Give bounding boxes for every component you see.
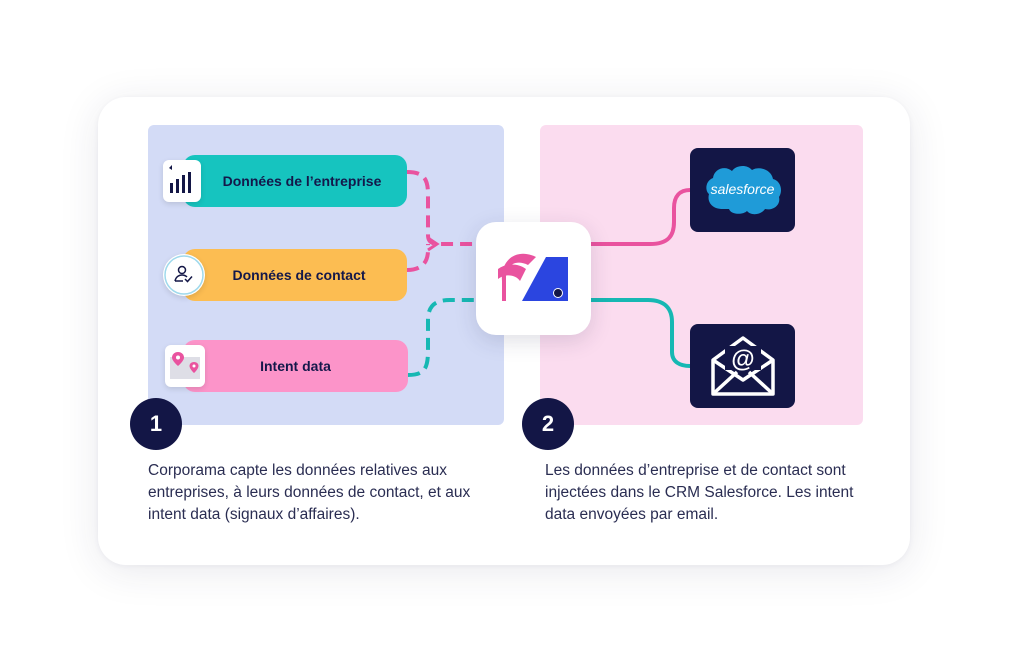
corporama-logo-icon bbox=[497, 253, 568, 301]
step-2-badge: 2 bbox=[522, 398, 574, 450]
svg-text:@: @ bbox=[731, 346, 754, 373]
step-1-description: Corporama capte les données relatives au… bbox=[148, 462, 471, 523]
source-intent: Intent data bbox=[183, 340, 408, 392]
source-intent-label: Intent data bbox=[260, 358, 331, 374]
source-entreprise-label: Données de l’entreprise bbox=[222, 173, 382, 189]
bar-chart-icon bbox=[163, 160, 201, 202]
salesforce-label: salesforce bbox=[710, 181, 775, 197]
source-contact-label: Données de contact bbox=[232, 267, 366, 283]
salesforce-destination: salesforce bbox=[690, 148, 795, 232]
step-1-number: 1 bbox=[149, 411, 163, 436]
email-destination: @ bbox=[690, 324, 795, 408]
step-1-badge: 1 bbox=[130, 398, 182, 450]
source-entreprise: Données de l’entreprise bbox=[183, 155, 407, 207]
user-check-icon bbox=[163, 254, 205, 296]
corporama-hub bbox=[476, 222, 591, 335]
salesforce-cloud-icon bbox=[705, 165, 781, 215]
step-2-number: 2 bbox=[541, 411, 555, 436]
map-pin-icon bbox=[165, 345, 205, 387]
source-contact: Données de contact bbox=[183, 249, 407, 301]
step-2-description: Les données d’entreprise et de contact s… bbox=[545, 462, 854, 523]
email-envelope-icon: @ bbox=[710, 336, 775, 396]
